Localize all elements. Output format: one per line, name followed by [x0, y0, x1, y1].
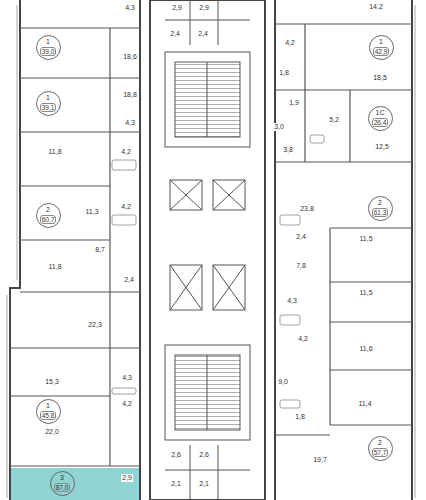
room-area: 2,4	[123, 276, 135, 284]
room-count: 3	[60, 474, 64, 482]
room-area: 4,3	[124, 119, 136, 127]
room-area: 2,9	[198, 4, 210, 12]
apartment-area: 57,7	[372, 448, 389, 457]
room-area: 3,8	[282, 146, 294, 154]
room-area: 11,5	[358, 289, 373, 297]
room-area: 18,6	[122, 53, 138, 61]
apartment-area: 61,3	[372, 208, 389, 217]
room-area: 9,0	[277, 378, 289, 386]
room-area: 7,8	[295, 262, 307, 270]
room-count: 1С	[376, 109, 385, 117]
room-area: 2,1	[170, 480, 182, 488]
room-area: 19,7	[312, 456, 328, 464]
room-area: 18,8	[122, 91, 138, 99]
apartment-badge: 142,9	[369, 35, 394, 60]
apartment-badge: 139,0	[36, 35, 61, 60]
apartment-badge: 387,0	[50, 471, 75, 496]
room-area: 18,5	[372, 74, 388, 82]
room-area: 4,3	[124, 4, 136, 12]
room-area: 1,9	[288, 99, 300, 107]
apartment-area: 60,7	[40, 215, 57, 224]
room-area: 4,2	[120, 203, 132, 211]
room-area: 2,6	[170, 451, 182, 459]
room-area: 4,2	[284, 39, 296, 47]
room-area: 8,7	[94, 246, 106, 254]
room-count: 1	[46, 38, 50, 46]
room-area: 2,6	[198, 451, 210, 459]
room-count: 1	[379, 38, 383, 46]
apartment-badge: 139,1	[36, 91, 61, 116]
apartment-area: 45,8	[40, 411, 57, 420]
room-area: 22,3	[87, 321, 103, 329]
room-area: 11,5	[358, 235, 373, 243]
room-area: 4,3	[286, 297, 298, 305]
room-area: 4,2	[297, 335, 309, 343]
room-area: 4,2	[120, 148, 132, 156]
room-area: 15,3	[44, 378, 60, 386]
room-area: 11,8	[47, 148, 62, 156]
room-area: 2,4	[197, 30, 209, 38]
room-area: 22,0	[44, 428, 60, 436]
room-area: 4,3	[121, 374, 133, 382]
room-area: 2,9	[121, 474, 133, 482]
room-area: 14,2	[368, 3, 384, 11]
room-area: 11,8	[47, 263, 62, 271]
room-count: 2	[378, 199, 382, 207]
apartment-badge: 145,8	[36, 399, 61, 424]
apartment-area: 39,0	[40, 47, 57, 56]
room-area: 2,4	[295, 233, 307, 241]
apartment-badge: 1С26,4	[368, 106, 393, 131]
room-area: 3,0	[273, 123, 285, 131]
apartment-badge: 260,7	[36, 203, 61, 228]
room-area: 12,5	[374, 143, 390, 151]
room-count: 1	[46, 402, 50, 410]
room-area: 11,6	[358, 345, 373, 353]
room-count: 2	[46, 206, 50, 214]
room-area: 4,2	[121, 400, 133, 408]
apartment-area: 42,9	[373, 47, 390, 56]
apartment-area: 87,0	[54, 483, 71, 492]
room-area: 1,8	[278, 69, 290, 77]
room-count: 2	[378, 439, 382, 447]
room-area: 2,9	[171, 4, 183, 12]
apartment-badge: 257,7	[368, 436, 393, 461]
room-area: 2,1	[198, 480, 210, 488]
room-area: 11,3	[84, 208, 99, 216]
room-area: 2,4	[169, 30, 181, 38]
room-area: 23,8	[299, 205, 315, 213]
room-area: 11,4	[357, 400, 372, 408]
apartment-badge: 261,3	[368, 196, 393, 221]
room-area: 1,8	[294, 413, 306, 421]
apartment-area: 39,1	[40, 103, 57, 112]
room-area: 5,2	[328, 116, 340, 124]
apartment-area: 26,4	[372, 118, 389, 127]
room-count: 1	[46, 94, 50, 102]
